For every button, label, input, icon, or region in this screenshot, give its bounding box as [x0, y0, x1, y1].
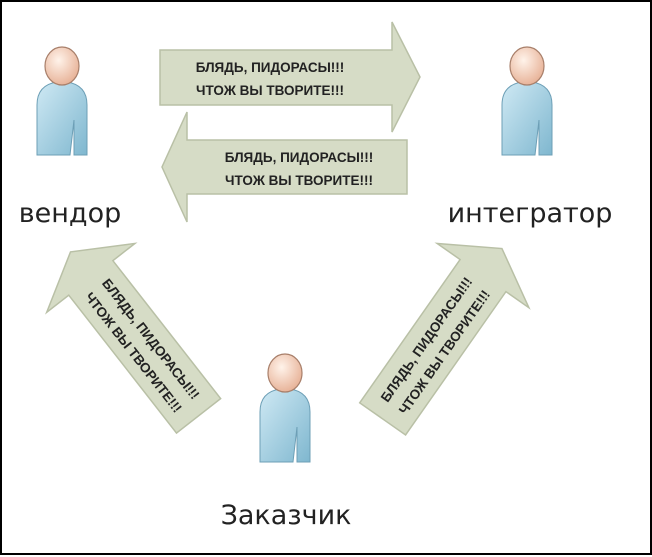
vendor-label: вендор [19, 198, 122, 229]
integrator-person-icon [501, 46, 553, 156]
arrow-integrator-to-vendor: БЛЯДЬ, ПИДОРАСЫ!!! ЧТОЖ ВЫ ТВОРИТЕ!!! [161, 111, 408, 223]
arrow-vendor-to-integrator: БЛЯДЬ, ПИДОРАСЫ!!! ЧТОЖ ВЫ ТВОРИТЕ!!! [159, 21, 421, 133]
vendor-person-icon [36, 46, 88, 156]
integrator-label: интегратор [448, 198, 613, 229]
arrow-text-line2: ЧТОЖ ВЫ ТВОРИТЕ!!! [196, 83, 344, 98]
customer-label: Заказчик [221, 500, 352, 531]
arrow-text-line2: ЧТОЖ ВЫ ТВОРИТЕ!!! [225, 173, 373, 188]
customer-person-icon [259, 353, 311, 463]
arrow-text-line1: БЛЯДЬ, ПИДОРАСЫ!!! [196, 60, 345, 75]
arrow-customer-to-integrator: БЛЯДЬ, ПИДОРАСЫ!!! ЧТОЖ ВЫ ТВОРИТЕ!!! [358, 242, 531, 437]
arrow-text-line1: БЛЯДЬ, ПИДОРАСЫ!!! [225, 150, 374, 165]
arrow-customer-to-vendor: БЛЯДЬ, ПИДОРАСЫ!!! ЧТОЖ ВЫ ТВОРИТЕ!!! [44, 242, 222, 435]
